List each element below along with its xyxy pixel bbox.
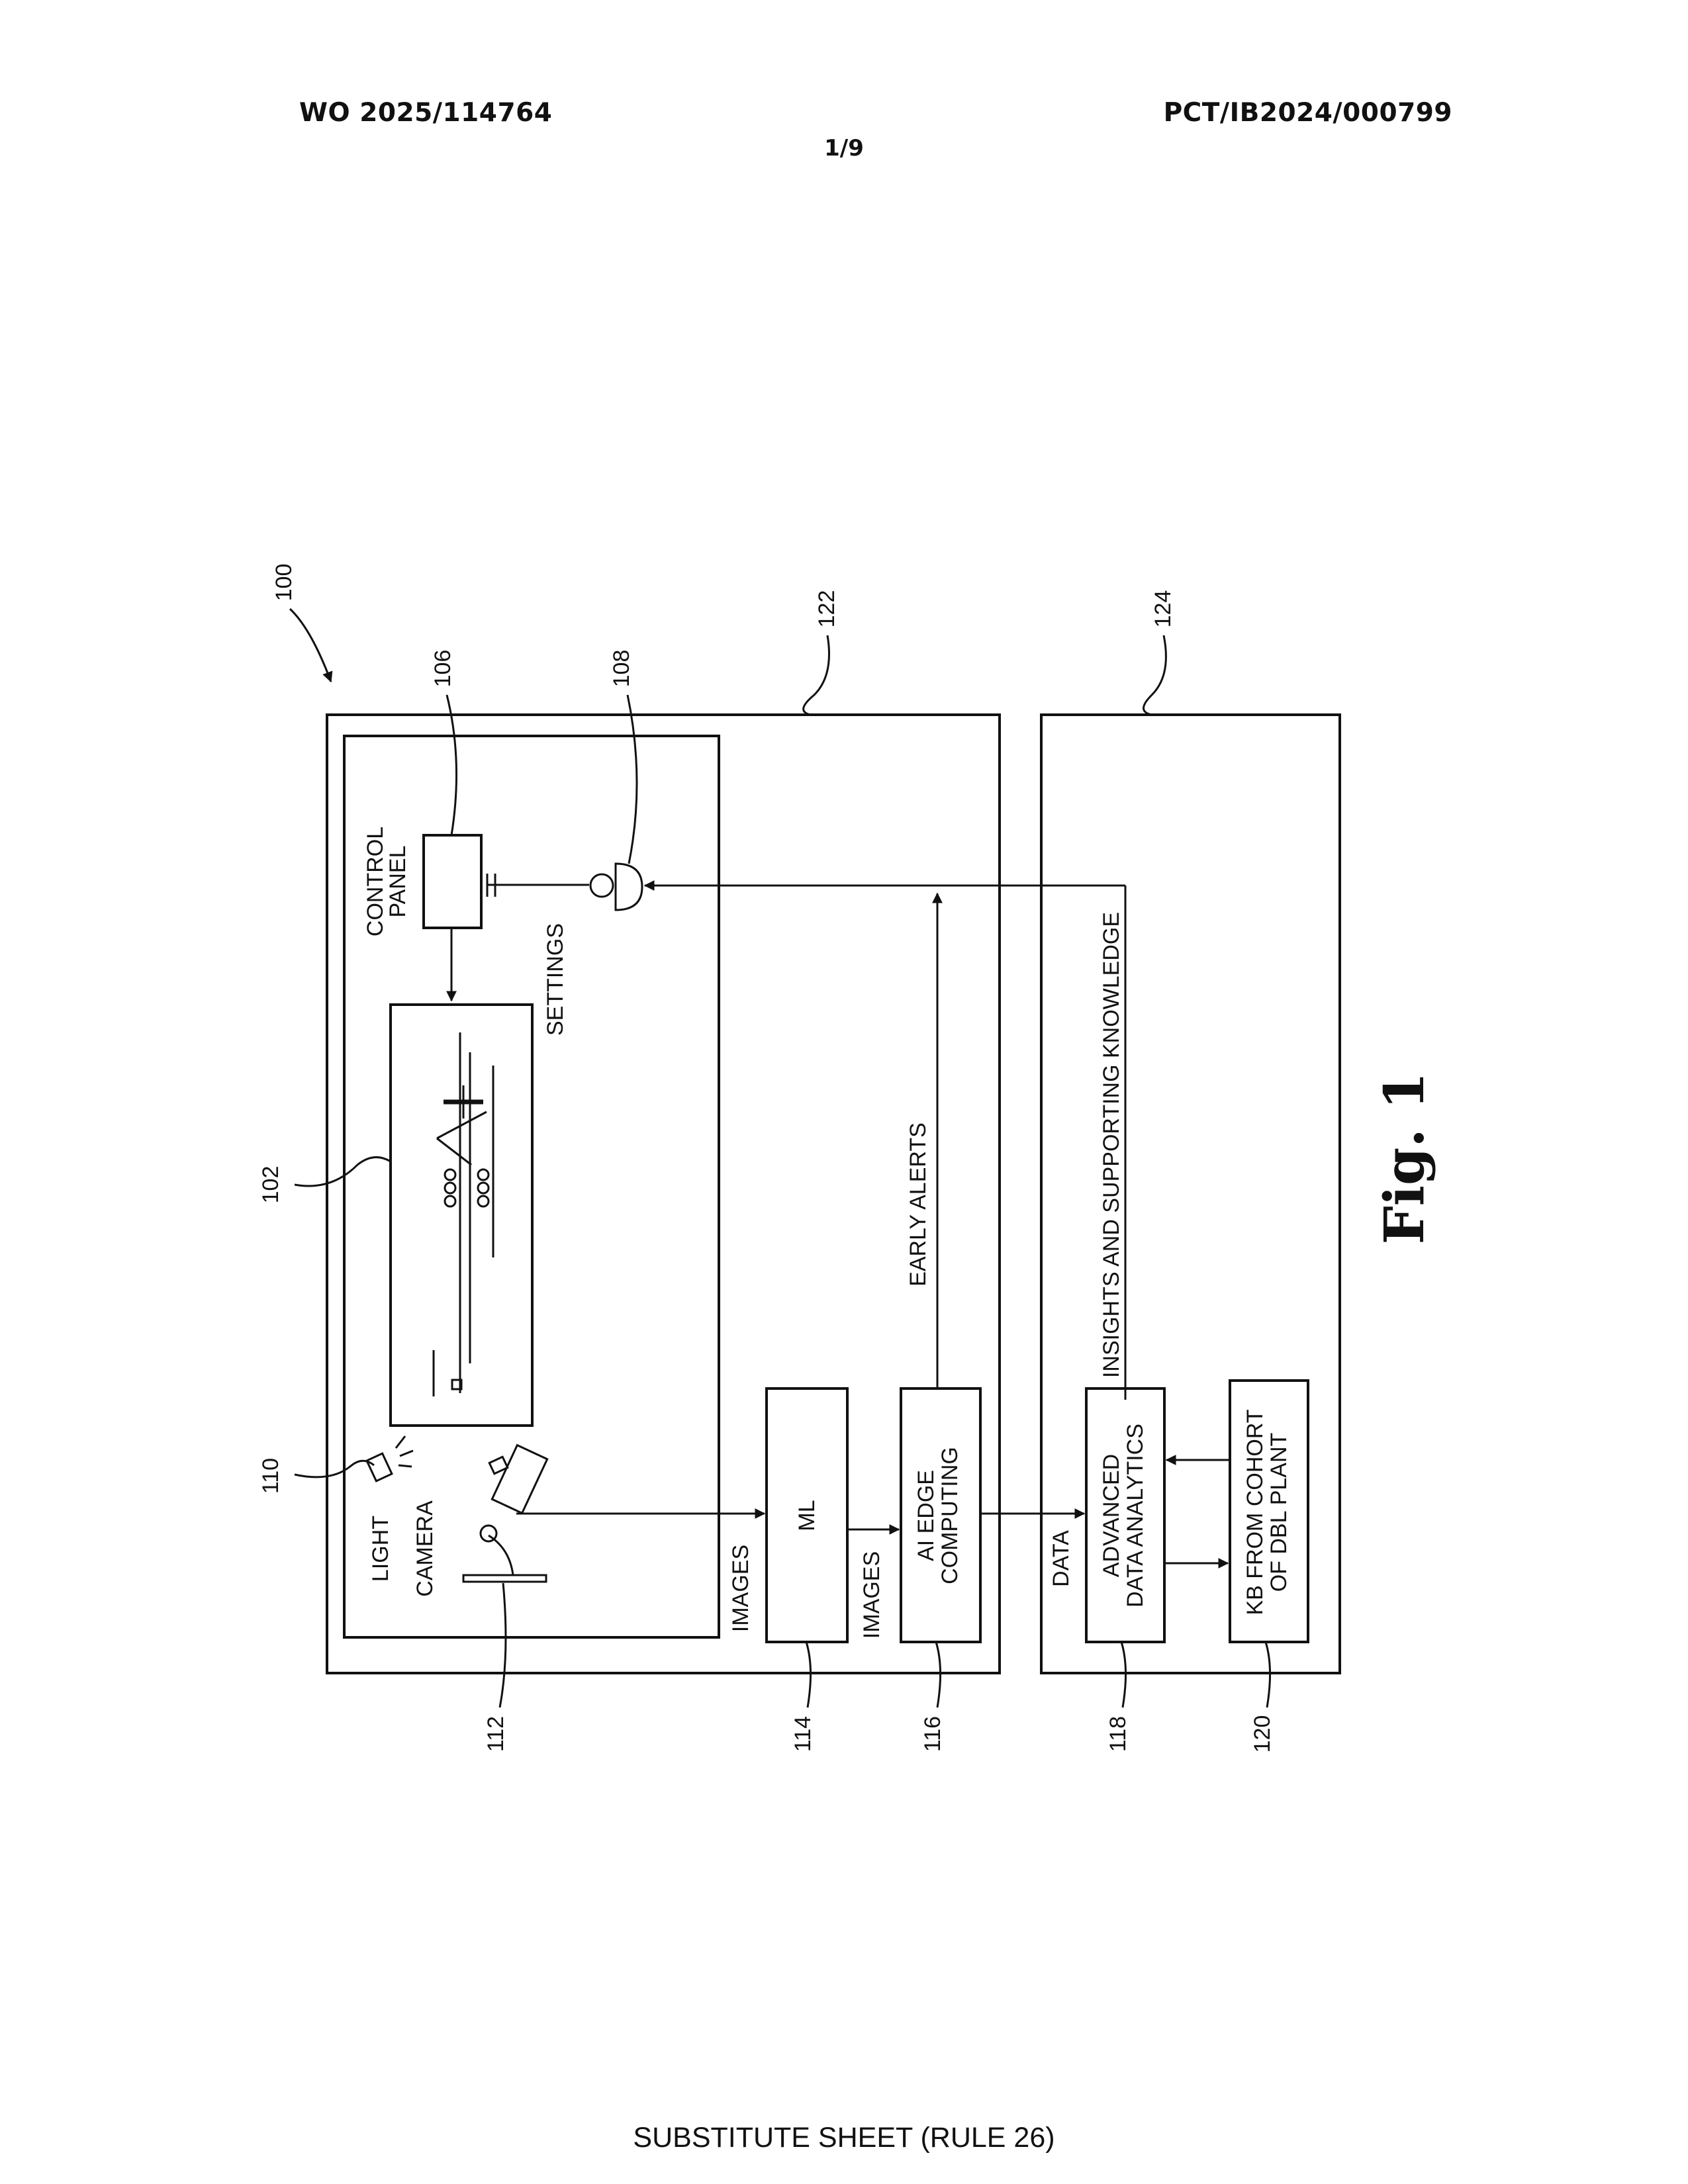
svg-text:108: 108 xyxy=(609,650,634,688)
svg-text:106: 106 xyxy=(430,650,455,688)
ref-100: 100 xyxy=(271,564,331,682)
insights-label: INSIGHTS AND SUPPORTING KNOWLEDGE xyxy=(1099,912,1124,1378)
ref-124: 124 xyxy=(1144,590,1176,715)
ref-116: 116 xyxy=(920,1642,945,1752)
kb-label-line1: KB FROM COHORT xyxy=(1243,1409,1268,1615)
ml-label: ML xyxy=(794,1500,820,1531)
control-panel-label-line1: CONTROL xyxy=(363,827,388,936)
kb-text: KB FROM COHORT OF DBL PLANT xyxy=(1243,1409,1291,1615)
ref-108: 108 xyxy=(609,650,637,864)
ref-118: 118 xyxy=(1105,1642,1131,1752)
settings-label: SETTINGS xyxy=(543,923,568,1036)
svg-text:102: 102 xyxy=(258,1166,283,1204)
ref-122: 122 xyxy=(804,590,839,715)
svg-text:124: 124 xyxy=(1150,590,1176,628)
control-panel-box xyxy=(424,835,481,928)
control-panel-text: CONTROL PANEL xyxy=(363,827,410,936)
images-label-2: IMAGES xyxy=(859,1551,884,1639)
ref-120: 120 xyxy=(1250,1642,1275,1752)
control-panel-label-line2: PANEL xyxy=(385,846,410,918)
ai-edge-text: AI EDGE COMPUTING xyxy=(914,1447,962,1584)
analytics-label-line2: DATA ANALYTICS xyxy=(1123,1424,1148,1608)
ai-edge-label-line1: AI EDGE xyxy=(914,1470,939,1561)
settings-connector xyxy=(487,874,589,897)
ai-edge-label-line2: COMPUTING xyxy=(937,1447,962,1584)
svg-text:118: 118 xyxy=(1105,1716,1131,1752)
svg-text:122: 122 xyxy=(814,590,839,628)
ref-110: 110 xyxy=(258,1458,374,1494)
early-alerts-label: EARLY ALERTS xyxy=(906,1122,931,1287)
svg-text:116: 116 xyxy=(920,1716,945,1752)
operator-icon xyxy=(590,864,642,910)
figure-caption: Fig. 1 xyxy=(1373,1072,1436,1245)
ref-112: 112 xyxy=(483,1583,508,1752)
analytics-label-line1: ADVANCED xyxy=(1099,1454,1124,1577)
data-label: DATA xyxy=(1049,1530,1074,1587)
light-label: LIGHT xyxy=(368,1516,393,1582)
kb-label-line2: OF DBL PLANT xyxy=(1266,1433,1291,1592)
svg-text:114: 114 xyxy=(790,1716,816,1752)
svg-text:112: 112 xyxy=(483,1716,508,1752)
ref-106: 106 xyxy=(430,650,457,835)
light-icon xyxy=(367,1436,413,1481)
plant-schematic xyxy=(391,1005,532,1426)
svg-text:120: 120 xyxy=(1250,1715,1275,1753)
ref-102: 102 xyxy=(258,1158,391,1204)
camera-label: CAMERA xyxy=(412,1500,438,1597)
analytics-text: ADVANCED DATA ANALYTICS xyxy=(1099,1424,1148,1608)
images-label-1: IMAGES xyxy=(728,1545,753,1632)
ref-114: 114 xyxy=(790,1642,816,1752)
svg-text:110: 110 xyxy=(258,1458,283,1494)
svg-text:100: 100 xyxy=(271,564,297,602)
footer-note: SUBSTITUTE SHEET (RULE 26) xyxy=(0,2122,1688,2154)
